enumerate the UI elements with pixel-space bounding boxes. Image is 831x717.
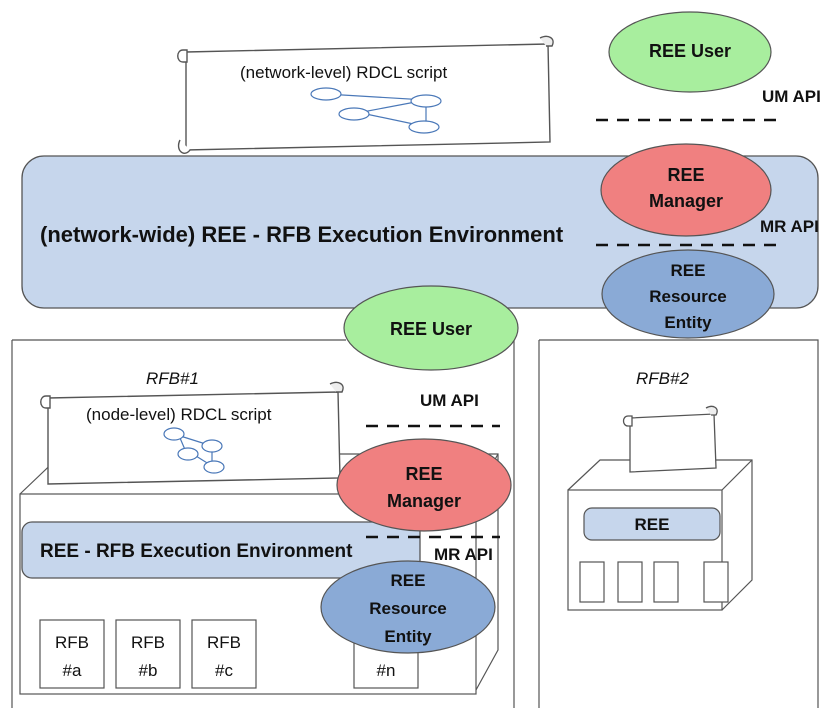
top-ree-user-ellipse: [608, 11, 772, 93]
network-script-label: (network-level) RDCL script: [240, 63, 448, 82]
node-env-box: [21, 521, 421, 579]
rfb-n-line2: #n: [376, 661, 396, 680]
rfb-c-line2: #c: [215, 661, 233, 680]
top-resource-line2: Resource: [649, 287, 727, 306]
rfb1-ree-user-label: REE User: [389, 319, 473, 339]
rfb2-ree-label: REE: [634, 515, 670, 534]
rfb1-mr-api-label: MR API: [434, 545, 493, 564]
top-um-api-label: UM API: [762, 87, 821, 106]
rfb1-manager-line2: Manager: [386, 491, 462, 511]
rfb1-title: RFB#1: [146, 369, 199, 388]
top-ree-manager-ellipse: [600, 143, 772, 237]
network-script-scroll: [177, 35, 554, 154]
node-env-label: REE - RFB Execution Environment: [40, 541, 353, 562]
rfb-a-line1: RFB: [55, 633, 89, 652]
top-ree-user-label: REE User: [648, 41, 732, 61]
graph-node: [201, 439, 223, 453]
rfb-c-line1: RFB: [207, 633, 241, 652]
graph-node: [163, 427, 185, 441]
top-resource-line1: REE: [670, 261, 706, 280]
node-script-scroll: [40, 381, 344, 485]
rfb1-um-api-label: UM API: [420, 391, 479, 410]
network-env-label: (network-wide) REE - RFB Execution Envir…: [40, 222, 564, 247]
rfb-b-block: [115, 619, 181, 689]
rfb-c-block: [191, 619, 257, 689]
top-manager-line2: Manager: [648, 191, 724, 211]
rfb2-script-scroll: [622, 405, 718, 473]
graph-node: [310, 87, 342, 101]
rfb2-frame: [538, 339, 819, 708]
rfb-a-block: [39, 619, 105, 689]
rfb1-resource-line3: Entity: [384, 627, 432, 646]
graph-node: [338, 107, 370, 121]
rfb1-ree-manager-ellipse: [336, 438, 512, 532]
top-resource-line3: Entity: [664, 313, 712, 332]
top-resource-entity-ellipse: [601, 249, 775, 339]
rfb1-resource-line2: Resource: [369, 599, 447, 618]
rfb1-resource-line1: REE: [390, 571, 426, 590]
rfb-a-line2: #a: [62, 661, 82, 680]
graph-node: [410, 94, 442, 108]
node-graph-icon: [163, 427, 225, 474]
rfb1-resource-entity-ellipse: [320, 560, 496, 654]
rfb1-manager-line1: REE: [405, 464, 443, 484]
top-mr-api-label: MR API: [760, 217, 819, 236]
top-manager-line1: REE: [667, 165, 705, 185]
graph-node: [408, 120, 440, 134]
rfb2-device: [567, 459, 753, 611]
graph-node: [177, 447, 199, 461]
graph-node: [203, 460, 225, 474]
rfb-b-line2: #b: [138, 661, 158, 680]
network-graph-icon: [310, 87, 442, 134]
rfb-b-line1: RFB: [131, 633, 165, 652]
rfb2-title: RFB#2: [636, 369, 689, 388]
rfb1-ree-user-ellipse: [343, 285, 519, 371]
node-script-label: (node-level) RDCL script: [86, 405, 272, 424]
